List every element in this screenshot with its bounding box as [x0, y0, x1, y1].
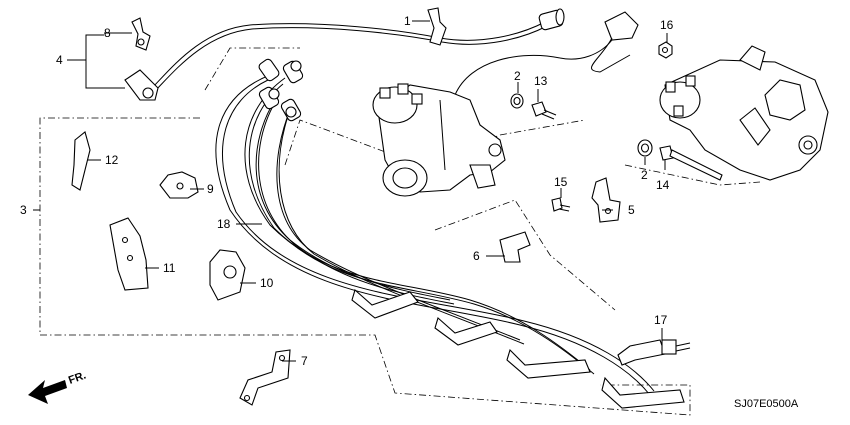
front-direction-arrow: FR. [28, 369, 88, 404]
callout-13: 13 [534, 74, 548, 88]
clamp-6[interactable] [499, 231, 531, 263]
nut-16[interactable] [658, 41, 673, 59]
holder-10[interactable] [209, 249, 246, 301]
spark-plug[interactable] [617, 339, 691, 366]
drawing-code: SJ07E0500A [734, 398, 799, 410]
callout-9: 9 [207, 182, 214, 196]
callout-4: 4 [56, 53, 63, 67]
holder-12[interactable] [71, 131, 91, 191]
callout-10: 10 [260, 276, 274, 290]
distributor-assembly[interactable] [372, 83, 506, 197]
holder-9[interactable] [159, 171, 199, 199]
callout-11: 11 [163, 261, 176, 275]
callout-15: 15 [554, 175, 568, 189]
wire-boot-distributor-end [258, 58, 304, 122]
washer-2[interactable] [637, 139, 653, 157]
stay-7[interactable] [239, 349, 291, 406]
leader-lines [33, 20, 668, 362]
wire-boot-plug-end [351, 289, 685, 409]
callout-8: 8 [104, 26, 111, 40]
sensor-connector[interactable] [454, 11, 639, 96]
distributor-assembly-right[interactable] [659, 45, 829, 181]
wire-clamp[interactable] [131, 17, 151, 51]
bolt-14[interactable] [659, 145, 723, 181]
callout-2: 2 [514, 69, 521, 83]
callout-14: 14 [656, 178, 670, 192]
callout-18: 18 [217, 217, 231, 231]
callout-16: 16 [660, 18, 674, 32]
callout-labels: 1 2 2 3 4 5 6 7 8 9 10 11 12 13 14 15 16… [20, 14, 674, 368]
callout-6: 6 [473, 249, 480, 263]
bolt-15[interactable] [551, 197, 571, 212]
bolt-13[interactable] [531, 101, 557, 120]
bracket-5[interactable] [591, 177, 621, 223]
callout-3: 3 [20, 203, 27, 217]
wire-holder[interactable] [427, 7, 447, 46]
holder-11[interactable] [109, 217, 149, 291]
callout-12: 12 [105, 153, 119, 167]
washer[interactable] [510, 93, 524, 109]
callout-17: 17 [654, 313, 668, 327]
callout-2b: 2 [641, 168, 648, 182]
callout-1: 1 [404, 14, 411, 28]
callout-7: 7 [301, 354, 308, 368]
callout-5: 5 [628, 203, 635, 217]
ignition-wire-set[interactable] [215, 58, 685, 409]
coil-wire[interactable] [124, 8, 565, 101]
svg-text:FR.: FR. [67, 369, 88, 386]
